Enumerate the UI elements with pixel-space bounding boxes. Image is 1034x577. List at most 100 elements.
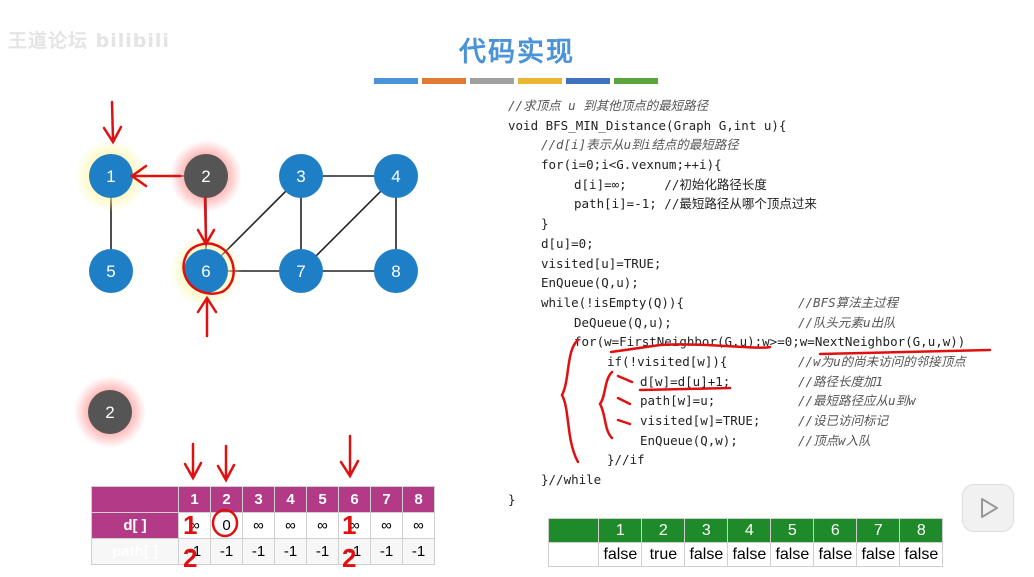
table-header-cell: 2 <box>210 486 243 513</box>
table-cell: false <box>727 542 772 567</box>
table-corner <box>547 518 600 543</box>
table-cell: -1 <box>402 538 435 565</box>
svg-text:5: 5 <box>106 262 115 281</box>
table-header-cell: 4 <box>727 518 772 543</box>
table-cell: -1 <box>306 538 339 565</box>
table-cell: true <box>641 542 686 567</box>
title-bar-4 <box>518 78 562 84</box>
table-cell: -1 <box>242 538 275 565</box>
table-cell: 0 <box>210 512 243 539</box>
code-line: void BFS_MIN_Distance(Graph G,int u){ <box>508 117 787 133</box>
table-header-cell: 6 <box>813 518 858 543</box>
title-bar-2 <box>422 78 466 84</box>
graph-node-3: 3 <box>279 154 323 198</box>
code-line: path[w]=u;//最短路径应从u到w <box>640 393 916 409</box>
code-line: if(!visited[w]){//w为u的尚未访问的邻接顶点 <box>607 353 966 369</box>
code-line: }//while <box>541 472 602 488</box>
code-block: //求顶点 u 到其他顶点的最短路径 void BFS_MIN_Distance(… <box>508 96 966 509</box>
table-cell: false <box>813 542 858 567</box>
title-bar-5 <box>566 78 610 84</box>
table-cell: -1 <box>210 538 243 565</box>
table-cell: ∞ <box>274 512 307 539</box>
graph-node-6: 6 <box>170 235 242 307</box>
code-line: for(w=FirstNeighbor(G,u);w>=0;w=NextNeig… <box>574 334 966 350</box>
code-line: EnQueue(Q,u); <box>541 275 639 291</box>
title-color-bars <box>374 78 658 84</box>
page-title: 代码实现 <box>459 37 575 68</box>
title-bar-3 <box>470 78 514 84</box>
code-line: } <box>541 216 549 232</box>
table-row: d[ ]∞0∞∞∞∞∞∞ <box>91 512 435 539</box>
table-header-cell: 8 <box>899 518 944 543</box>
svg-text:1: 1 <box>106 167 115 186</box>
code-line: d[u]=0; <box>541 235 594 251</box>
svg-text:4: 4 <box>391 167 400 186</box>
table-row: path[ ]-1-1-1-1-1-1-1-1 <box>91 538 435 565</box>
code-line: //d[i]表示从u到i结点的最短路径 <box>541 137 739 153</box>
table-cell: -1 <box>178 538 211 565</box>
table-cell: ∞ <box>370 512 403 539</box>
table-header-cell: 1 <box>178 486 211 513</box>
code-line: for(i=0;i<G.vexnum;++i){ <box>541 157 722 173</box>
table-header-cell: 2 <box>641 518 686 543</box>
graph-node-7: 7 <box>279 249 323 293</box>
table-header-cell: 6 <box>338 486 371 513</box>
table-corner <box>91 486 179 513</box>
row-label: d[ ] <box>91 512 179 539</box>
table-cell: -1 <box>370 538 403 565</box>
table-cell: -1 <box>274 538 307 565</box>
code-line: path[i]=-1; //最短路径从哪个顶点过来 <box>574 196 817 212</box>
svg-text:8: 8 <box>391 262 400 281</box>
code-line: } <box>508 491 516 507</box>
table-header-cell: 7 <box>370 486 403 513</box>
graph-node-1: 1 <box>75 140 147 212</box>
edge-4-7 <box>300 175 397 272</box>
svg-text:2: 2 <box>201 167 210 186</box>
svg-text:6: 6 <box>201 262 210 281</box>
title-bar-1 <box>374 78 418 84</box>
code-line: d[i]=∞; //初始化路径长度 <box>574 176 767 192</box>
code-line: }//if <box>607 452 645 468</box>
table-header-cell: 5 <box>770 518 815 543</box>
graph-node-2: 2 <box>170 140 242 212</box>
table-header-cell: 7 <box>856 518 901 543</box>
table-header-cell: 5 <box>306 486 339 513</box>
table-header-cell: 1 <box>598 518 643 543</box>
svg-text:7: 7 <box>296 262 305 281</box>
table-cell: -1 <box>338 538 371 565</box>
table-cell: ∞ <box>242 512 275 539</box>
graph-node-5: 5 <box>89 249 133 293</box>
svg-text:2: 2 <box>105 403 114 422</box>
table-cell: false <box>684 542 729 567</box>
queue-item-2: 2 <box>74 376 146 448</box>
graph-node-4: 4 <box>374 154 418 198</box>
code-line: visited[w]=TRUE;//设已访问标记 <box>640 413 889 428</box>
code-line: d[w]=d[u]+1;//路径长度加1 <box>640 373 884 389</box>
play-icon <box>981 498 998 518</box>
table-cell: ∞ <box>402 512 435 539</box>
table-cell: false <box>770 542 815 567</box>
table-cell: false <box>598 542 643 567</box>
svg-text:3: 3 <box>296 167 305 186</box>
table-header-cell: 3 <box>684 518 729 543</box>
table-cell: false <box>899 542 944 567</box>
row-label: path[ ] <box>91 538 179 565</box>
code-line: //求顶点 u 到其他顶点的最短路径 <box>508 98 709 113</box>
table-header-cell: 8 <box>402 486 435 513</box>
table-cell: false <box>856 542 901 567</box>
title-bar-6 <box>614 78 658 84</box>
table-header-cell: 4 <box>274 486 307 513</box>
table-cell: ∞ <box>306 512 339 539</box>
code-line: visited[u]=TRUE; <box>541 255 662 271</box>
watermark: 王道论坛 bilibili <box>8 30 170 52</box>
play-button[interactable] <box>962 484 1014 532</box>
row-label: visited <box>547 542 600 567</box>
table-cell: ∞ <box>178 512 211 539</box>
graph-diagram: 1 2 3 4 5 6 7 8 2 <box>74 140 418 448</box>
code-line: EnQueue(Q,w);//顶点w入队 <box>640 432 871 448</box>
code-line: while(!isEmpty(Q)){//BFS算法主过程 <box>541 294 899 310</box>
table-header-cell: 3 <box>242 486 275 513</box>
